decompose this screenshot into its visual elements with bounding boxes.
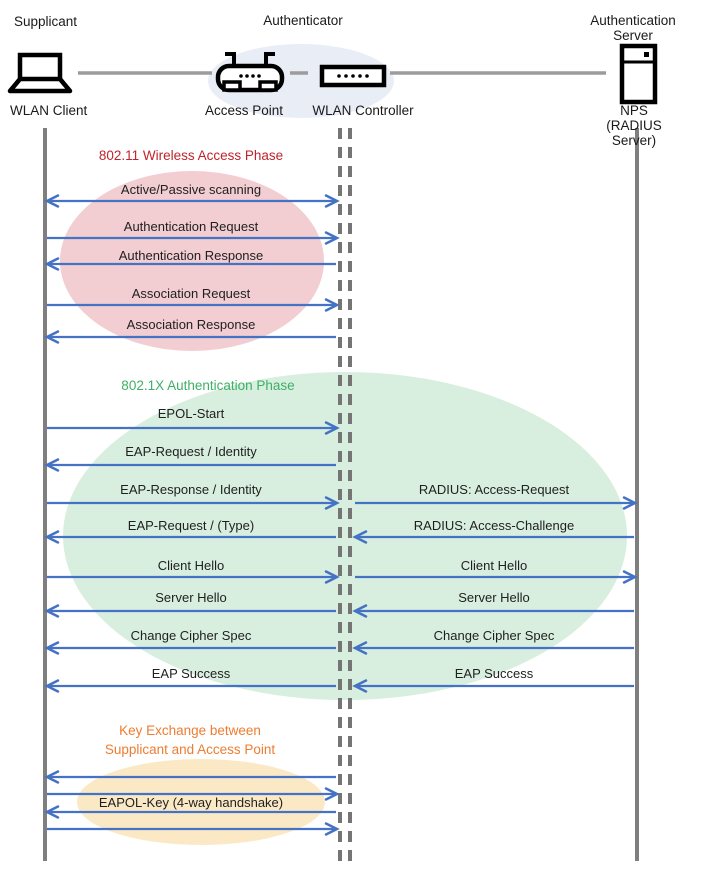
arrowhead-icon (324, 822, 340, 836)
arrowhead-icon (44, 530, 60, 544)
arrowhead-icon (352, 604, 368, 618)
message-label: Authentication Request (123, 219, 259, 234)
phase2-title: 802.1X Authentication Phase (121, 378, 295, 393)
arrowhead-icon (44, 458, 60, 472)
message-label: Client Hello (460, 558, 528, 573)
arrowhead-icon (44, 770, 60, 784)
message-label: Server Hello (155, 590, 227, 605)
device-label-wlan-client: WLAN Client (10, 103, 88, 118)
arrowhead-icon (44, 330, 60, 344)
message-label: RADIUS: Access-Request (418, 482, 570, 497)
arrowhead-icon (44, 679, 60, 693)
arrowhead-icon (324, 421, 340, 435)
message-label: RADIUS: Access-Challenge (413, 518, 575, 533)
arrowhead-icon (352, 530, 368, 544)
message-label: EPOL-Start (157, 406, 225, 421)
message-label: Authentication Response (118, 248, 264, 263)
message-label: EAP-Response / Identity (120, 482, 262, 497)
arrowhead-icon (324, 231, 340, 245)
role-authentication-server: Authentication Server (590, 13, 676, 43)
phase1-title: 802.11 Wireless Access Phase (98, 148, 284, 163)
message-label: Client Hello (157, 558, 225, 573)
arrowhead-icon (44, 805, 60, 819)
device-label-wlan-controller: WLAN Controller (312, 103, 414, 118)
arrowhead-icon (622, 570, 638, 584)
server-icon (619, 43, 658, 105)
arrowhead-icon (44, 194, 60, 208)
device-label-access-point: Access Point (204, 103, 284, 118)
arrowhead-icon (324, 496, 340, 510)
arrowhead-icon (324, 570, 340, 584)
arrowhead-icon (44, 641, 60, 655)
message-label: Active/Passive scanning (120, 182, 262, 197)
arrowhead-icon (44, 257, 60, 271)
wlan-controller-icon (319, 64, 387, 88)
access-point-icon (215, 52, 285, 93)
message-label: EAP Success (151, 666, 231, 681)
arrowhead-icon (324, 787, 340, 801)
message-label: EAP-Request / (Type) (127, 518, 255, 533)
arrowhead-icon (352, 679, 368, 693)
arrowhead-icon (352, 641, 368, 655)
device-label-nps: NPS (RADIUS Server) (606, 103, 662, 148)
message-label: EAPOL-Key (4-way handshake) (98, 795, 284, 810)
phase3-title: Key Exchange between Supplicant and Acce… (104, 723, 276, 757)
message-label: EAP-Request / Identity (125, 444, 257, 459)
arrowhead-icon (622, 496, 638, 510)
message-label: EAP Success (454, 666, 534, 681)
message-label: Change Cipher Spec (433, 628, 555, 643)
laptop-icon (7, 52, 73, 94)
role-supplicant: Supplicant (14, 14, 78, 29)
role-authenticator: Authenticator (263, 13, 343, 28)
message-label: Change Cipher Spec (130, 628, 252, 643)
message-label: Server Hello (458, 590, 530, 605)
phase3-ellipse (77, 759, 325, 845)
arrowhead-icon (324, 194, 340, 208)
message-label: Association Response (126, 317, 256, 332)
arrowhead-icon (324, 298, 340, 312)
message-label: Association Request (131, 286, 251, 301)
arrowhead-icon (44, 604, 60, 618)
